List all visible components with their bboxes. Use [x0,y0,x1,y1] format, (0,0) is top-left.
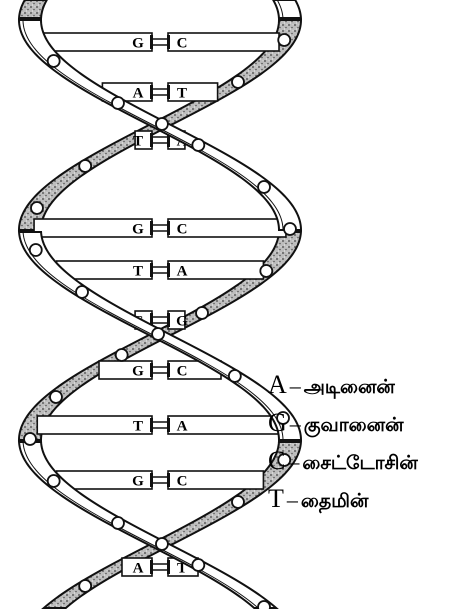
bond-cap [150,85,153,99]
bond-cap [167,313,170,327]
bond-cap [167,263,170,277]
bond-cap [167,85,170,99]
base-legend: A–அடினைன்G–குவானைன்C–சைட்டோசின்T–தைமின் [268,366,468,518]
sugar-node [50,391,62,403]
base-label-left: G [132,474,144,490]
sugar-node [24,433,36,445]
base-label-left: A [133,86,144,102]
sugar-node [232,496,244,508]
sugar-node [48,475,60,487]
strand-b-segment [19,0,47,18]
bond-cap [150,363,153,377]
bond-cap [150,560,153,574]
sugar-node [31,202,43,214]
legend-row-g: G–குவானைன் [268,404,468,442]
base-label-left: G [132,222,144,238]
sugar-node [192,139,204,151]
base-label-right: A [177,419,188,435]
sugar-node [116,349,128,361]
base-label-left: T [133,134,143,150]
legend-letter: T [268,484,284,513]
base-label-right: C [177,222,188,238]
bond-cap [150,35,153,49]
sugar-node [192,559,204,571]
sugar-node [76,286,88,298]
base-label-right: A [177,264,188,280]
base-label-right: C [177,364,188,380]
bond-cap [150,263,153,277]
sugar-node [79,580,91,592]
base-block-right [168,83,218,101]
strand-a-segment [273,0,301,18]
base-label-left: G [132,36,144,52]
bond-cap [167,363,170,377]
sugar-node [278,34,290,46]
legend-base-name: தைமின் [301,490,368,512]
legend-row-a: A–அடினைன் [268,366,468,404]
sugar-node [48,55,60,67]
bond-cap [150,473,153,487]
bond-cap [150,221,153,235]
sugar-node [156,538,168,550]
legend-dash: – [290,373,301,398]
sugar-node [232,76,244,88]
backbone-strand-front [19,0,301,609]
base-label-right: T [177,86,187,102]
legend-dash: – [288,449,299,474]
strand-b-segment [19,442,276,608]
bond-cap [167,560,170,574]
sugar-node [260,265,272,277]
base-label-right: C [177,474,188,490]
bond-cap [167,418,170,432]
legend-base-name: குவானைன் [304,414,404,436]
sugar-node [258,181,270,193]
base-block-left [99,361,152,379]
base-label-left: T [133,419,143,435]
backbone-strand-back [19,0,301,608]
legend-row-t: T–தைமின் [268,480,468,518]
legend-letter: A [268,370,287,399]
legend-dash: – [290,411,301,436]
base-label-left: A [133,561,144,577]
sugar-node [196,307,208,319]
sugar-node [229,370,241,382]
legend-base-name: அடினைன் [304,376,395,398]
base-label-left: G [132,364,144,380]
base-label-right: G [176,314,188,330]
sugar-node [30,244,42,256]
sugar-node [152,328,164,340]
bond-cap [150,418,153,432]
legend-letter: C [268,446,285,475]
base-label-right: C [177,36,188,52]
legend-row-c: C–சைட்டோசின் [268,442,468,480]
sugar-node [79,160,91,172]
sugar-node [284,223,296,235]
bond-cap [167,35,170,49]
legend-letter: G [268,408,287,437]
legend-dash: – [287,487,298,512]
strand-b-inner-edge [23,442,258,608]
bond-cap [167,221,170,235]
bond-cap [150,133,153,147]
sugar-node [156,118,168,130]
base-label-left: T [133,264,143,280]
sugar-node [112,517,124,529]
sugar-node [258,601,270,609]
sugar-node [112,97,124,109]
legend-base-name: சைட்டோசின் [302,452,417,474]
bond-cap [167,473,170,487]
